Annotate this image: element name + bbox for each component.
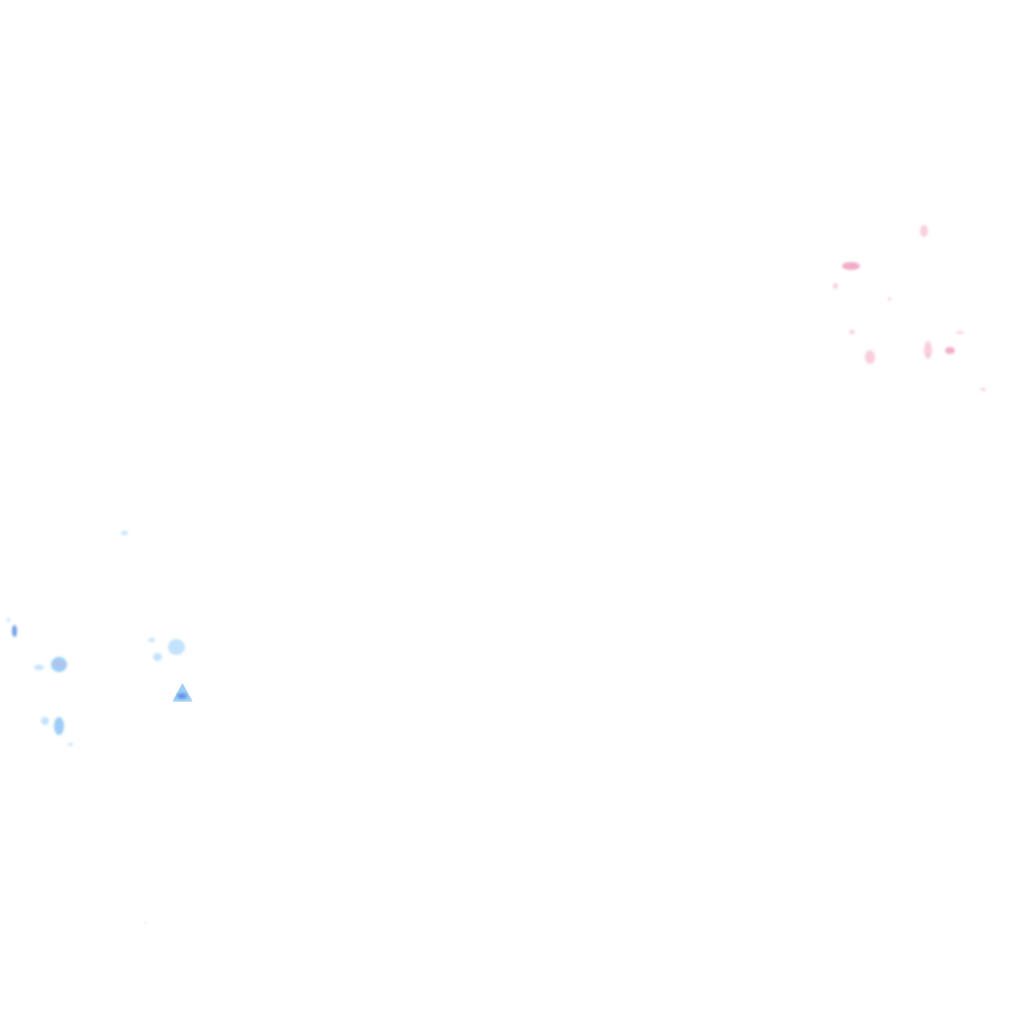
blue-cluster-blob	[34, 665, 44, 670]
blue-cluster-blob	[68, 743, 73, 746]
blue-cluster-blob	[41, 717, 49, 725]
pink-cluster-blob	[980, 388, 986, 391]
pink-speck	[56, 661, 59, 665]
pink-cluster-blob	[865, 350, 875, 364]
blue-cluster-blob	[145, 922, 147, 924]
pink-cluster-blob	[849, 330, 855, 334]
pink-cluster-blob	[920, 225, 928, 237]
pink-cluster-blob	[945, 347, 955, 354]
blue-cluster-blob	[51, 657, 67, 672]
blue-cluster-blob	[168, 639, 185, 655]
pink-cluster-blob	[833, 283, 838, 289]
blue-cluster-blob	[7, 618, 10, 622]
blue-cluster-blob	[54, 717, 64, 735]
pink-cluster-blob	[842, 262, 860, 270]
blue-cluster-blob	[148, 638, 155, 642]
blue-cluster-blob	[121, 531, 128, 535]
blue-cluster-blob	[153, 653, 162, 661]
pink-speck	[62, 663, 65, 666]
pink-cluster-blob	[924, 341, 932, 359]
pink-cluster-blob	[888, 297, 891, 301]
blue-cluster-blob	[12, 625, 17, 637]
pink-cluster-blob	[956, 331, 964, 334]
blue-triangle-core	[177, 693, 187, 699]
